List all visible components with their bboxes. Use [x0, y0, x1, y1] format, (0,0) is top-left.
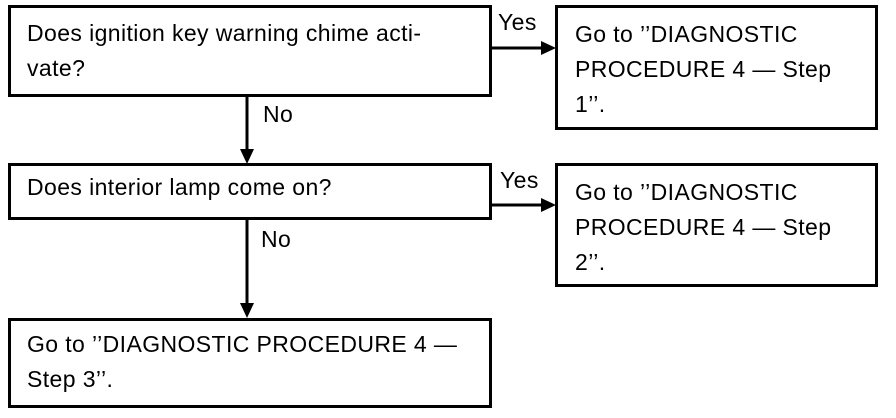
flowchart-box-goto-step3: Go to ’’DIAGNOSTIC PROCEDURE 4 — Step 3’…	[8, 318, 492, 408]
node-text-line: Go to ’’DIAGNOSTIC	[575, 21, 798, 47]
flowchart-box-question-lamp: Does interior lamp come on?	[8, 163, 492, 220]
edge-label-no-top: No	[261, 101, 296, 127]
yes-arrow-middle-icon	[492, 198, 556, 212]
edge-label-yes-top: Yes	[496, 9, 539, 35]
yes-arrow-top-icon	[492, 41, 556, 55]
node-text-line: Go to ’’DIAGNOSTIC	[575, 179, 798, 205]
flowchart-box-goto-step2: Go to ’’DIAGNOSTIC PROCEDURE 4 — Step 2’…	[555, 163, 878, 287]
node-text-line: vate?	[27, 55, 86, 81]
node-text-line: Go to ’’DIAGNOSTIC PROCEDURE 4 —	[27, 331, 458, 357]
flowchart-box-question-chime: Does ignition key warning chime acti- va…	[8, 5, 492, 97]
node-text-line: PROCEDURE 4 — Step	[575, 214, 832, 240]
edge-label-no-bottom: No	[259, 226, 294, 252]
edge-label-yes-middle: Yes	[498, 167, 541, 193]
no-arrow-bottom-icon	[240, 220, 254, 318]
node-text-line: Does interior lamp come on?	[27, 174, 332, 200]
flowchart-box-goto-step1: Go to ’’DIAGNOSTIC PROCEDURE 4 — Step 1’…	[555, 5, 878, 130]
node-text-line: 1’’.	[575, 91, 606, 117]
node-text-line: 2’’.	[575, 249, 606, 275]
node-text-line: Step 3’’.	[27, 366, 114, 392]
node-text-line: PROCEDURE 4 — Step	[575, 56, 832, 82]
no-arrow-top-icon	[240, 97, 254, 164]
node-text-line: Does ignition key warning chime acti-	[27, 20, 422, 46]
